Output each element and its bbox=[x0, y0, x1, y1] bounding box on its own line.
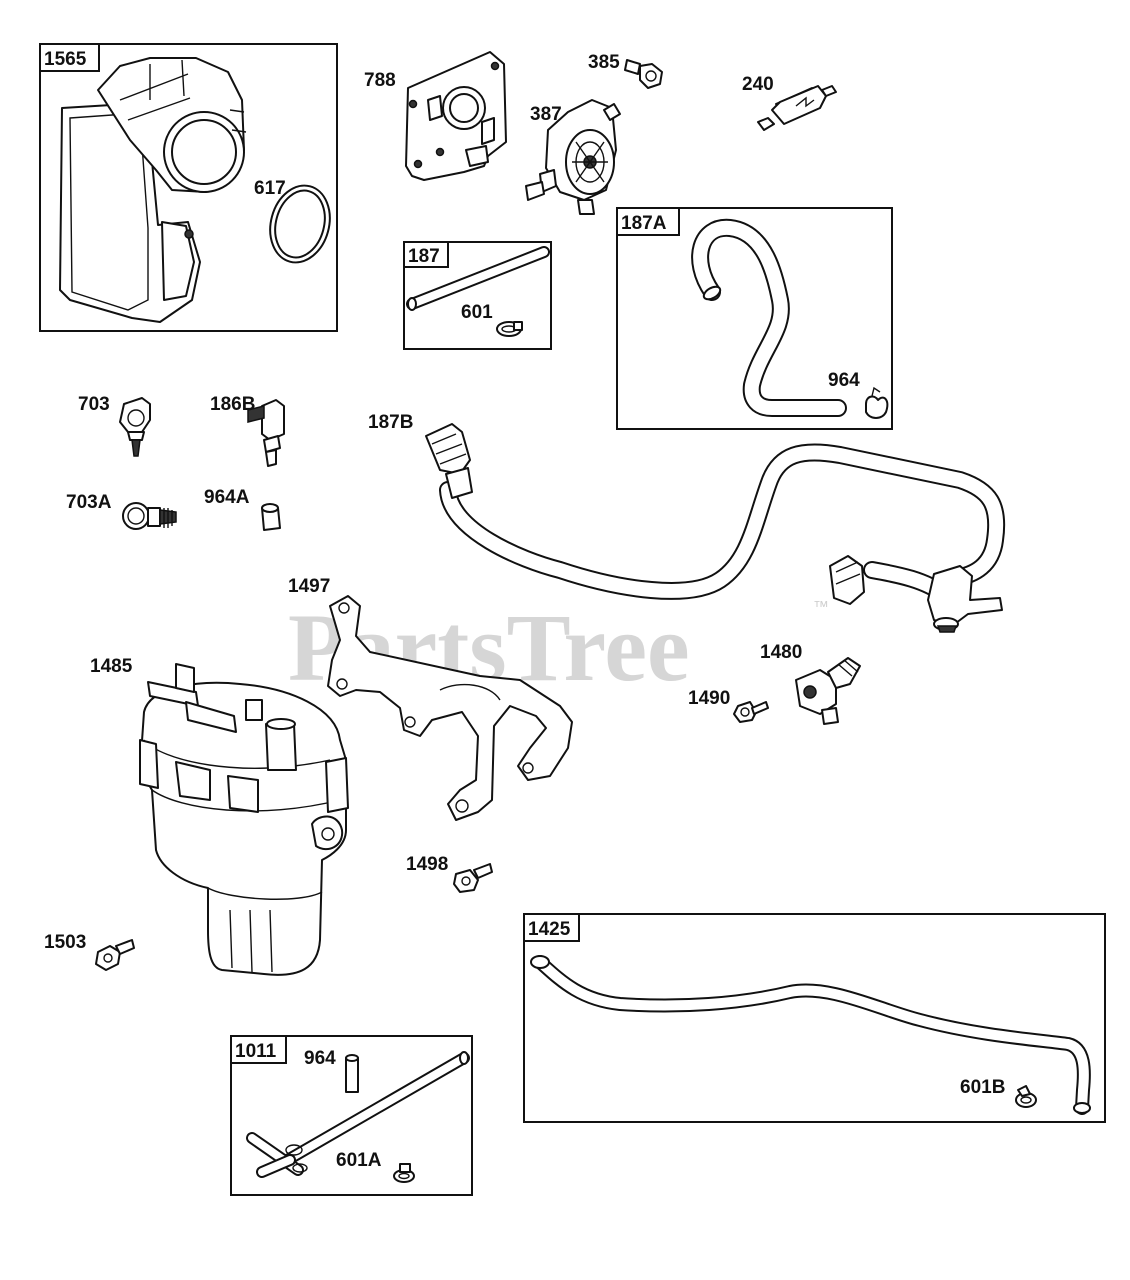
callout-788: 788 bbox=[364, 70, 396, 91]
fuel-line-1425-part[interactable] bbox=[530, 955, 1091, 1115]
callout-964-box1011: 964 bbox=[304, 1048, 336, 1069]
callout-240: 240 bbox=[742, 74, 774, 95]
trademark-mark: ™ bbox=[813, 599, 829, 616]
callout-617: 617 bbox=[254, 178, 286, 199]
callout-601A: 601A bbox=[336, 1150, 382, 1171]
bracket-plate-part[interactable] bbox=[405, 51, 507, 181]
sleeve-964-box1011-part[interactable] bbox=[345, 1054, 359, 1093]
callout-1485: 1485 bbox=[90, 656, 133, 677]
bracket-1497-part[interactable] bbox=[327, 595, 573, 821]
callout-387: 387 bbox=[530, 104, 562, 125]
callout-186B: 186B bbox=[210, 394, 255, 415]
callout-1480: 1480 bbox=[760, 642, 802, 663]
box-187: 187 601 bbox=[403, 241, 552, 350]
clamp-601A-part[interactable] bbox=[393, 1163, 415, 1183]
fuel-hose-187A-part[interactable] bbox=[691, 218, 847, 417]
o-ring-part[interactable] bbox=[262, 179, 338, 269]
box-label-1565: 1565 bbox=[44, 49, 87, 70]
box-label-187A: 187A bbox=[621, 213, 667, 234]
callout-601B: 601B bbox=[960, 1077, 1005, 1098]
clamp-601-part[interactable] bbox=[496, 321, 523, 337]
box-label-1011: 1011 bbox=[235, 1041, 277, 1062]
callout-703: 703 bbox=[78, 394, 110, 415]
callout-1498: 1498 bbox=[406, 854, 448, 875]
callout-703A: 703A bbox=[66, 492, 112, 513]
box-label-187: 187 bbox=[408, 246, 440, 267]
fuel-tank-1485-part[interactable] bbox=[139, 663, 349, 976]
callout-1490: 1490 bbox=[688, 688, 730, 709]
fitting-186B-part[interactable] bbox=[247, 399, 285, 467]
fuel-tee-1011-part[interactable] bbox=[246, 1051, 470, 1178]
fuel-filter-part[interactable] bbox=[757, 85, 837, 131]
screw-1503-part[interactable] bbox=[95, 939, 135, 971]
box-187A: 187A 964 bbox=[616, 207, 893, 430]
sleeve-964A-part[interactable] bbox=[261, 503, 281, 531]
fuel-pump-part[interactable] bbox=[525, 99, 621, 215]
fuel-hose-187B-part[interactable] bbox=[425, 423, 1006, 633]
bolt-385-part[interactable] bbox=[624, 59, 663, 89]
throttle-body-part[interactable] bbox=[59, 57, 247, 323]
clamp-601B-part[interactable] bbox=[1015, 1085, 1037, 1108]
sleeve-964-part[interactable] bbox=[865, 386, 889, 419]
callout-964-box187A: 964 bbox=[828, 370, 860, 391]
fuel-line-187-part[interactable] bbox=[406, 246, 550, 311]
callout-385: 385 bbox=[588, 52, 620, 73]
callout-1497: 1497 bbox=[288, 576, 330, 597]
bolt-1498-part[interactable] bbox=[453, 863, 493, 893]
callout-601: 601 bbox=[461, 302, 493, 323]
callout-187B: 187B bbox=[368, 412, 413, 433]
box-label-1425: 1425 bbox=[528, 919, 571, 940]
callout-964A: 964A bbox=[204, 487, 250, 508]
screw-1490-part[interactable] bbox=[733, 701, 769, 723]
box-1011: 1011 964 601A bbox=[230, 1035, 473, 1196]
clip-703A-part[interactable] bbox=[122, 502, 177, 530]
callout-1503: 1503 bbox=[44, 932, 86, 953]
box-1565: 1565 617 bbox=[39, 43, 338, 332]
box-1425: 1425 601B bbox=[523, 913, 1106, 1123]
clip-703-part[interactable] bbox=[119, 397, 151, 457]
fitting-1480-part[interactable] bbox=[795, 657, 861, 725]
